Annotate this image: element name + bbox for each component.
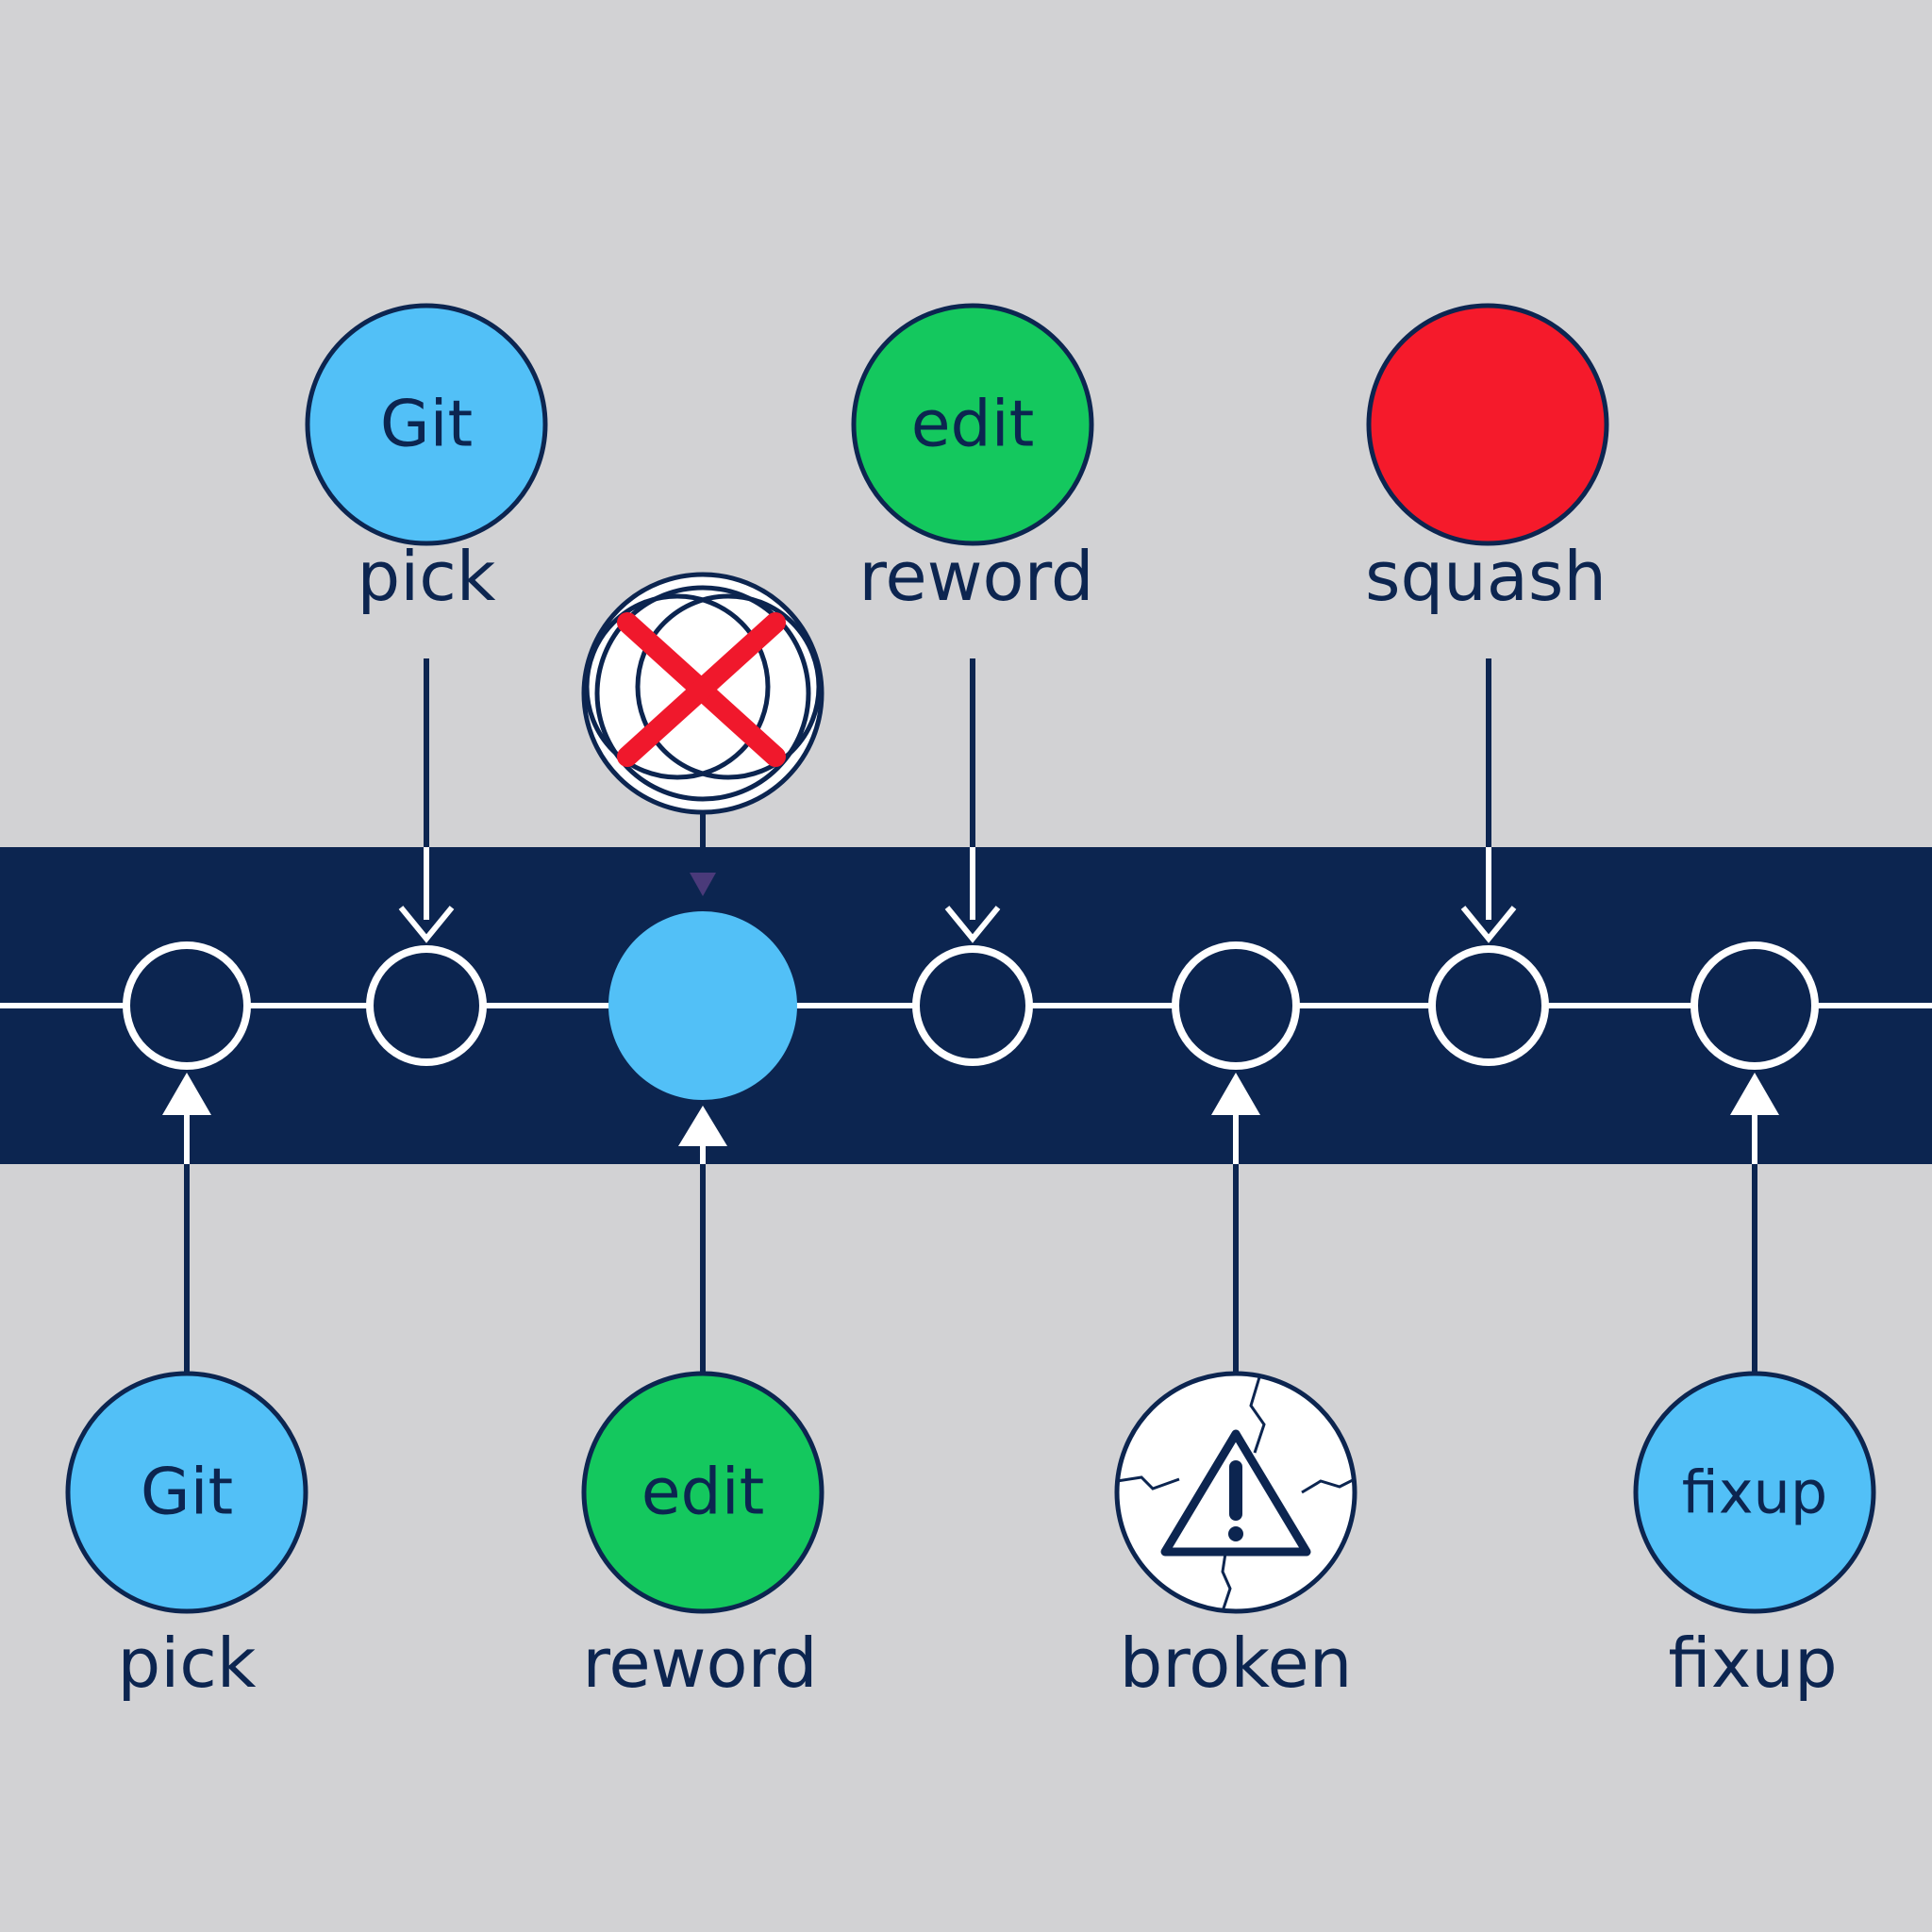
git-circle xyxy=(305,303,548,546)
edit-circle xyxy=(851,303,1094,546)
node-label: squash xyxy=(1365,537,1607,616)
arrow-bottom-fixup xyxy=(1730,1073,1779,1375)
top-node-squash[interactable]: squash xyxy=(1365,303,1609,616)
timeline-commits xyxy=(123,911,1819,1100)
crack-lines-icon xyxy=(1117,1376,1355,1611)
top-node-pick[interactable]: Git pick xyxy=(305,303,548,616)
fixup-circle xyxy=(1633,1371,1876,1614)
commit-node-5[interactable] xyxy=(1172,941,1300,1070)
commit-node-4[interactable] xyxy=(912,945,1033,1066)
squash-circle xyxy=(1366,303,1609,546)
edit-circle xyxy=(581,1371,824,1614)
warning-triangle-icon xyxy=(1160,1429,1311,1557)
red-x-cross-icon xyxy=(617,612,786,767)
commit-node-7[interactable] xyxy=(1690,941,1819,1070)
commit-node-2[interactable] xyxy=(366,945,487,1066)
fixup-circle-text: fixup xyxy=(1682,1458,1827,1527)
commit-node-1[interactable] xyxy=(123,941,251,1070)
commit-node-3-active[interactable] xyxy=(608,911,797,1100)
node-label: reword xyxy=(858,537,1093,616)
arrow-top-reword xyxy=(944,658,1001,943)
node-label: pick xyxy=(358,537,496,616)
arrow-bottom-reword xyxy=(678,1106,727,1375)
arrow-top-squash xyxy=(1460,658,1517,943)
edit-circle-text: edit xyxy=(911,388,1035,462)
arrow-top-pick xyxy=(398,658,455,943)
git-circle-text: Git xyxy=(380,388,473,462)
top-node-drop[interactable] xyxy=(581,572,824,815)
bottom-node-reword[interactable]: edit reword xyxy=(581,1371,824,1703)
overlapping-rings-icon xyxy=(584,585,822,802)
bottom-node-fixup[interactable]: fixup fixup xyxy=(1633,1371,1876,1703)
top-node-reword[interactable]: edit reword xyxy=(851,303,1094,616)
commit-node-6[interactable] xyxy=(1428,945,1549,1066)
top-arrows xyxy=(398,658,1517,943)
arrow-top-drop xyxy=(690,813,716,896)
arrow-bottom-pick xyxy=(162,1073,211,1375)
node-label: broken xyxy=(1120,1624,1353,1703)
arrow-bottom-broken xyxy=(1211,1073,1260,1375)
git-circle-text: Git xyxy=(141,1456,233,1530)
bottom-node-broken[interactable]: broken xyxy=(1114,1371,1357,1703)
git-circle xyxy=(65,1371,308,1614)
bottom-arrows xyxy=(162,1073,1779,1375)
bottom-node-pick[interactable]: Git pick xyxy=(65,1371,308,1703)
node-label: pick xyxy=(118,1624,257,1703)
edit-circle-text: edit xyxy=(641,1456,765,1530)
node-label: fixup xyxy=(1668,1624,1837,1703)
node-label: reword xyxy=(582,1624,817,1703)
